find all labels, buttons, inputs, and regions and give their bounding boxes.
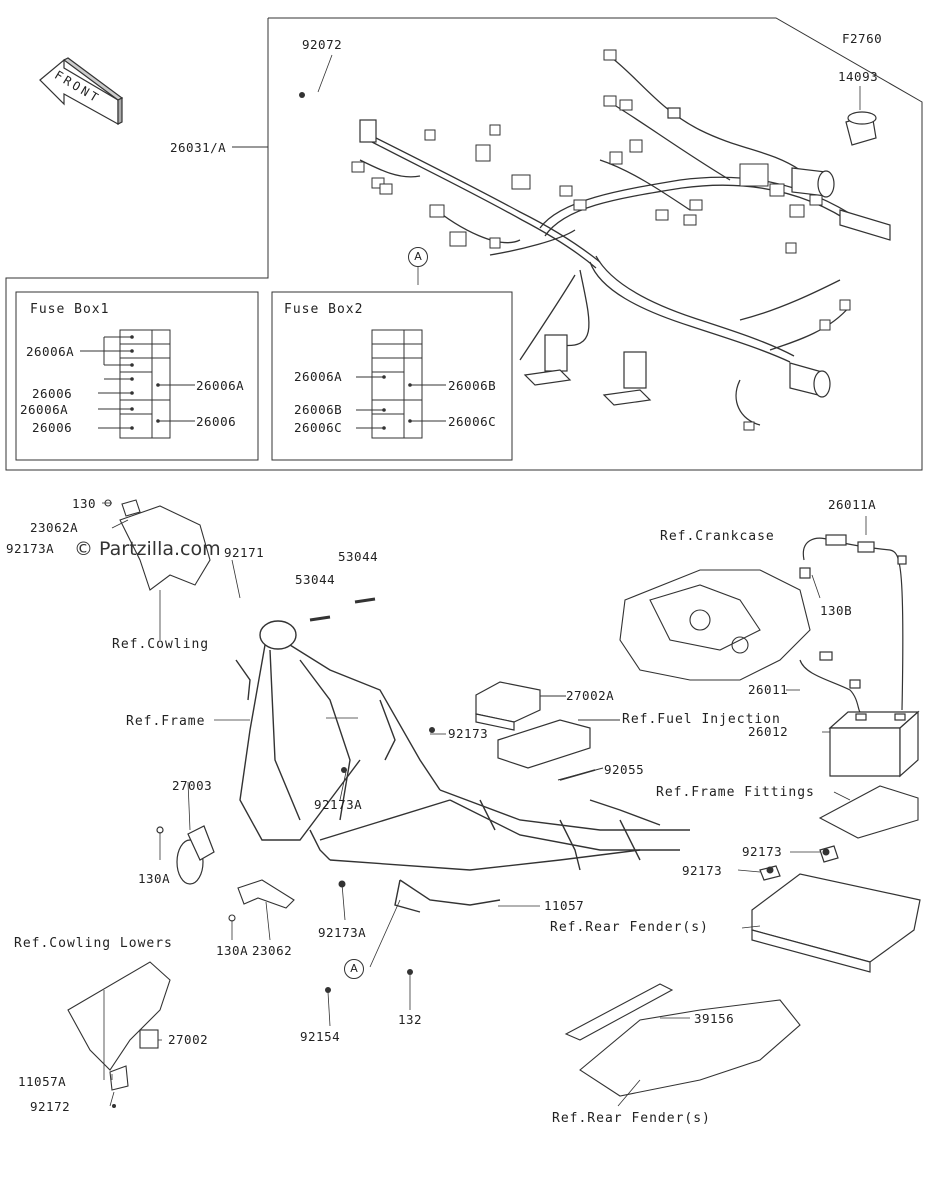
ref-label-frame[interactable]: Ref.Frame: [126, 714, 206, 729]
part-label-26011[interactable]: 26011: [748, 682, 789, 697]
part-label-92055[interactable]: 92055: [604, 762, 645, 777]
part-label-92154[interactable]: 92154: [300, 1029, 341, 1044]
fuse-box1-panel: [15, 291, 259, 461]
part-label-92173a[interactable]: 92173A: [6, 541, 55, 556]
cowling-bracket-icon: [104, 499, 211, 591]
callout-a-top: A: [408, 247, 428, 267]
rear-fender-lower-icon: [564, 983, 801, 1097]
callout-a-bottom: A: [344, 959, 364, 979]
horn-icon: [156, 825, 215, 885]
fuse-box1-title: Fuse Box1: [30, 302, 110, 317]
fuse-box1-left-label: 26006: [32, 386, 73, 401]
fuse-box1-left-label: 26006A: [20, 402, 69, 417]
part-label-132[interactable]: 132: [398, 1012, 423, 1027]
part-label-14093[interactable]: 14093: [838, 69, 879, 84]
front-arrow-icon: [39, 57, 124, 126]
ref-label-frame-fittings[interactable]: Ref.Frame Fittings: [656, 785, 815, 800]
ref-label-rear-fender[interactable]: Ref.Rear Fender(s): [550, 920, 709, 935]
part-label-23062a[interactable]: 23062A: [30, 520, 79, 535]
cowling-lowers-icon: [67, 961, 171, 1091]
fuse-box1-right-label: 26006A: [196, 378, 245, 393]
part-label-130a[interactable]: 130A: [216, 943, 249, 958]
part-label-26031a[interactable]: 26031/A: [170, 140, 227, 155]
part-label-92173[interactable]: 92173: [448, 726, 489, 741]
main-wiring-harness-icon: [359, 57, 861, 426]
ref-label-fuel-injection[interactable]: Ref.Fuel Injection: [622, 712, 781, 727]
figure-code: F2760: [842, 31, 883, 46]
battery-cable-26011-icon: [799, 651, 861, 713]
part-label-26012[interactable]: 26012: [748, 724, 789, 739]
fuse-box1-right-label: 26006: [196, 414, 237, 429]
fuse-box2-right-label: 26006C: [448, 414, 497, 429]
part-label-53044[interactable]: 53044: [295, 572, 336, 587]
harness-connectors: [351, 49, 851, 431]
part-label-39156[interactable]: 39156: [694, 1011, 735, 1026]
part-label-130a[interactable]: 130A: [138, 871, 171, 886]
part-label-92173a[interactable]: 92173A: [314, 797, 363, 812]
part-label-92171[interactable]: 92171: [224, 545, 265, 560]
part-label-11057a[interactable]: 11057A: [18, 1074, 67, 1089]
bracket-23062-icon: [228, 879, 295, 922]
ref-label-cowling[interactable]: Ref.Cowling: [112, 637, 210, 652]
part-label-23062[interactable]: 23062: [252, 943, 293, 958]
fuse-box2-left-label: 26006A: [294, 369, 343, 384]
fuse-box1-drawing: [80, 329, 195, 439]
part-label-92072[interactable]: 92072: [302, 37, 343, 52]
battery-icon: [828, 710, 920, 778]
rear-fender-tray-icon: [751, 845, 921, 973]
part-label-92173[interactable]: 92173: [742, 844, 783, 859]
frame-fittings-plate-icon: [818, 785, 919, 839]
leader-lines: [102, 54, 867, 1107]
part-label-130b[interactable]: 130B: [820, 603, 853, 618]
ref-label-rear-fender[interactable]: Ref.Rear Fender(s): [552, 1111, 711, 1126]
part-label-92172[interactable]: 92172: [30, 1099, 71, 1114]
fuse-box2-left-label: 26006B: [294, 402, 343, 417]
battery-cable-26011a-icon: [799, 534, 907, 711]
part-label-27003[interactable]: 27003: [172, 778, 213, 793]
fuse-box2-right-label: 26006B: [448, 378, 497, 393]
ref-label-crankcase[interactable]: Ref.Crankcase: [660, 529, 775, 544]
harness-panel-outline: [5, 17, 923, 471]
ecu-icon: [475, 681, 591, 769]
part-label-11057[interactable]: 11057: [544, 898, 585, 913]
part-label-92173[interactable]: 92173: [682, 863, 723, 878]
part-label-27002a[interactable]: 27002A: [566, 688, 615, 703]
watermark: © Partzilla.com: [74, 538, 221, 560]
part-label-130[interactable]: 130: [72, 496, 97, 511]
part-label-26011a[interactable]: 26011A: [828, 497, 877, 512]
fuse-box1-left-label: 26006: [32, 420, 73, 435]
fuse-box2-panel: [271, 291, 513, 461]
crankcase-icon: [619, 569, 811, 681]
frame-icon: [235, 620, 690, 913]
part-label-92173a[interactable]: 92173A: [318, 925, 367, 940]
fuse-box2-left-label: 26006C: [294, 420, 343, 435]
fuse-box2-title: Fuse Box2: [284, 302, 364, 317]
ref-label-cowling-lowers[interactable]: Ref.Cowling Lowers: [14, 936, 173, 951]
fuse-box2-drawing: [356, 329, 446, 439]
part-label-27002[interactable]: 27002: [168, 1032, 209, 1047]
part-label-53044[interactable]: 53044: [338, 549, 379, 564]
fuse-box1-left-label: 26006A: [26, 344, 75, 359]
